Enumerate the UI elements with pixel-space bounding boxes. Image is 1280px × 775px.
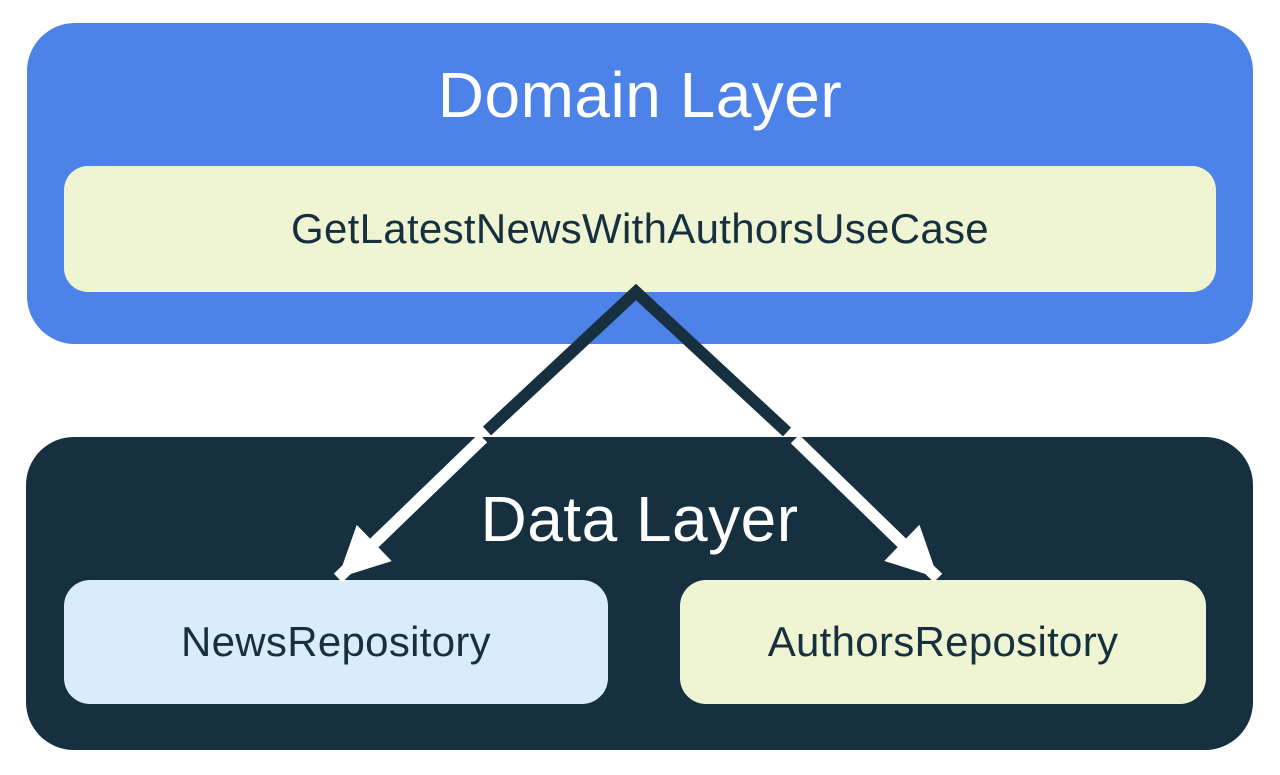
authors-repository-box: AuthorsRepository xyxy=(680,580,1206,704)
domain-layer-title: Domain Layer xyxy=(437,59,843,131)
authors-repository-label: AuthorsRepository xyxy=(767,618,1119,665)
domain-layer-box: Domain Layer GetLatestNewsWithAuthorsUse… xyxy=(27,23,1253,344)
use-case-box: GetLatestNewsWithAuthorsUseCase xyxy=(64,166,1216,292)
news-repository-label: NewsRepository xyxy=(181,618,491,665)
data-layer-box: Data Layer NewsRepository AuthorsReposit… xyxy=(26,437,1253,750)
data-layer-title: Data Layer xyxy=(480,483,799,555)
use-case-label: GetLatestNewsWithAuthorsUseCase xyxy=(291,205,989,252)
news-repository-box: NewsRepository xyxy=(64,580,608,704)
